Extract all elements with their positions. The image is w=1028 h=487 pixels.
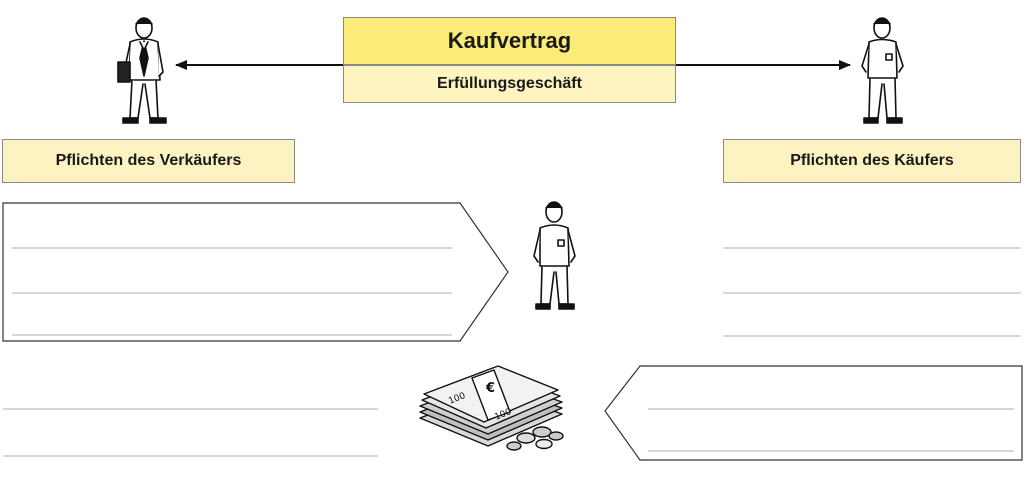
contract-title: Kaufvertrag <box>447 28 572 53</box>
seller-answer-pointer <box>2 202 509 342</box>
euro-symbol: € <box>485 381 495 396</box>
man-icon <box>861 17 904 124</box>
businessman-icon <box>117 17 167 124</box>
buyer-answer-pointer <box>604 365 1023 461</box>
buyer-duties-label: Pflichten des Käufers <box>723 139 1021 183</box>
contract-title-box: Kaufvertrag <box>343 17 676 65</box>
seller-duties-label: Pflichten des Verkäufers <box>2 139 295 183</box>
money-stack-icon: € 100 100 <box>419 365 564 451</box>
man-icon-receiving <box>533 201 576 310</box>
contract-subtitle: Erfüllungsgeschäft <box>437 75 582 92</box>
fulfillment-box: Erfüllungsgeschäft <box>343 65 676 103</box>
